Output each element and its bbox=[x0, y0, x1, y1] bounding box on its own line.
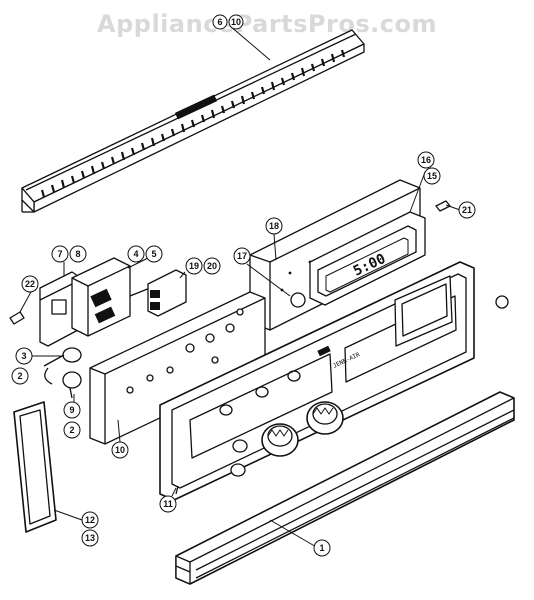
svg-text:21: 21 bbox=[462, 205, 472, 215]
svg-text:4: 4 bbox=[133, 249, 138, 259]
svg-text:10: 10 bbox=[115, 445, 125, 455]
bottom-channel bbox=[175, 391, 515, 585]
svg-text:8: 8 bbox=[75, 249, 80, 259]
callout-17: 17 bbox=[233, 247, 251, 265]
callout-2a: 2 bbox=[11, 367, 29, 385]
callout-3: 3 bbox=[15, 347, 33, 365]
infinite-switch bbox=[71, 257, 151, 337]
svg-text:15: 15 bbox=[427, 171, 437, 181]
svg-text:10: 10 bbox=[231, 17, 241, 27]
callout-7: 7 bbox=[51, 245, 69, 263]
svg-text:1: 1 bbox=[319, 543, 324, 553]
svg-text:3: 3 bbox=[21, 351, 26, 361]
switch-bracket bbox=[39, 271, 79, 347]
callout-9: 9 bbox=[63, 401, 81, 419]
svg-text:19: 19 bbox=[189, 261, 199, 271]
svg-text:5: 5 bbox=[151, 249, 156, 259]
callout-10: 10 bbox=[111, 441, 129, 459]
top-rail bbox=[21, 29, 365, 213]
callout-21: 21 bbox=[458, 201, 476, 219]
svg-text:20: 20 bbox=[207, 261, 217, 271]
callout-6: 6 bbox=[212, 14, 228, 30]
callout-22: 22 bbox=[21, 275, 39, 293]
svg-text:17: 17 bbox=[237, 251, 247, 261]
callout-16: 16 bbox=[417, 151, 435, 169]
callout-13: 13 bbox=[81, 529, 99, 547]
knobs bbox=[230, 295, 509, 477]
relay bbox=[147, 269, 187, 317]
bracket-22 bbox=[9, 311, 25, 325]
svg-text:16: 16 bbox=[421, 155, 431, 165]
callout-19: 19 bbox=[185, 257, 203, 275]
callout-12: 12 bbox=[81, 511, 99, 529]
svg-text:6: 6 bbox=[217, 17, 222, 27]
svg-text:2: 2 bbox=[17, 371, 22, 381]
svg-text:22: 22 bbox=[25, 279, 35, 289]
callout-8: 8 bbox=[69, 245, 87, 263]
svg-text:12: 12 bbox=[85, 515, 95, 525]
svg-text:9: 9 bbox=[69, 405, 74, 415]
callout-2b: 2 bbox=[63, 421, 81, 439]
svg-text:18: 18 bbox=[269, 221, 279, 231]
callout-5: 5 bbox=[145, 245, 163, 263]
callout-1: 1 bbox=[313, 539, 331, 557]
callout-11: 11 bbox=[159, 495, 177, 513]
svg-text:11: 11 bbox=[163, 499, 173, 509]
callout-20: 20 bbox=[203, 257, 221, 275]
side-trim bbox=[13, 401, 57, 533]
svg-text:13: 13 bbox=[85, 533, 95, 543]
clock-module bbox=[309, 211, 426, 306]
svg-text:2: 2 bbox=[69, 425, 74, 435]
switch-clips bbox=[43, 347, 82, 399]
callout-15: 15 bbox=[423, 167, 441, 185]
callouts: 6 10 16 15 21 18 bbox=[11, 14, 476, 557]
svg-text:7: 7 bbox=[57, 249, 62, 259]
watermark: AppliancePartsPros.com bbox=[97, 10, 437, 38]
callout-18: 18 bbox=[265, 217, 283, 235]
callout-4: 4 bbox=[127, 245, 145, 263]
leader-lines bbox=[19, 25, 461, 549]
callout-10-top: 10 bbox=[228, 14, 244, 30]
